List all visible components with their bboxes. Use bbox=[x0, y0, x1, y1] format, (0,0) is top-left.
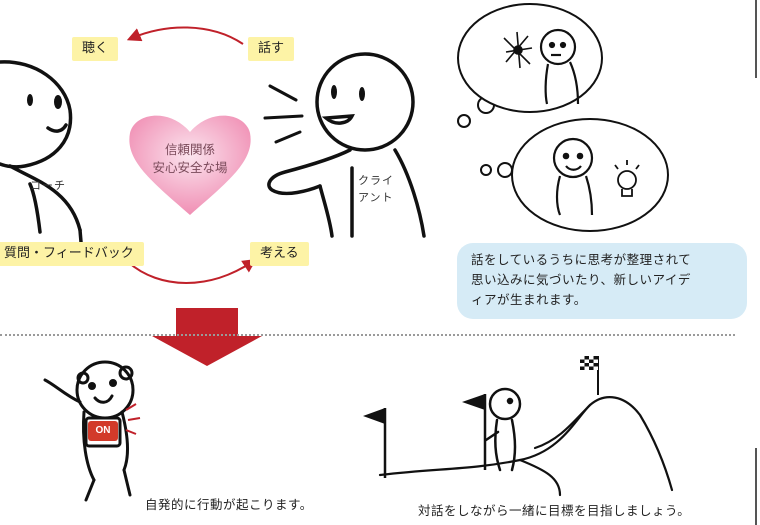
speech-lines bbox=[263, 84, 304, 144]
walking-figure bbox=[484, 387, 522, 472]
worried-figure bbox=[539, 28, 580, 105]
client-label: クライ アント bbox=[358, 172, 394, 206]
arrow-speak-to-listen bbox=[126, 26, 244, 45]
lightbulb-icon bbox=[614, 160, 640, 197]
insight-line-2: 思い込みに気づいたり、新しいアイデ bbox=[471, 272, 691, 287]
think-label: 考える bbox=[250, 242, 309, 266]
arrow-feedback-to-think bbox=[127, 258, 257, 284]
flag-middle bbox=[462, 394, 487, 470]
insight-bubble: 話をしているうちに思考が整理されて 思い込みに気づいたり、新しいアイデ ィアが生… bbox=[457, 243, 747, 319]
right-edge-bottom bbox=[755, 448, 757, 525]
client-figure bbox=[267, 52, 426, 238]
insight-line-3: ィアが生まれます。 bbox=[471, 292, 587, 307]
heart-text: 信頼関係 安心安全な場 bbox=[125, 141, 255, 177]
switch-glow bbox=[125, 403, 141, 435]
idea-figure bbox=[552, 137, 594, 216]
down-arrow bbox=[152, 308, 262, 366]
trust-heart bbox=[129, 115, 251, 215]
goal-flag bbox=[580, 356, 599, 395]
coach-figure bbox=[0, 60, 83, 244]
flag-left bbox=[363, 408, 387, 478]
listen-label: 聴く bbox=[72, 37, 119, 61]
heart-line-2: 安心安全な場 bbox=[152, 160, 228, 175]
goal-caption: 対話をしながら一緒に目標を目指しましょう。 bbox=[418, 503, 691, 518]
speak-label: 話す bbox=[248, 37, 295, 61]
spark-icon bbox=[503, 31, 533, 69]
heart-line-1: 信頼関係 bbox=[164, 142, 215, 157]
right-edge-top bbox=[755, 0, 757, 78]
on-switch bbox=[88, 421, 118, 441]
question-feedback-label: 質問・フィードバック bbox=[0, 242, 144, 266]
section-divider bbox=[0, 334, 735, 336]
client-label-line-2: アント bbox=[358, 191, 394, 204]
action-caption: 自発的に行動が起こります。 bbox=[145, 497, 313, 512]
hill-path bbox=[378, 396, 674, 497]
client-label-line-1: クライ bbox=[358, 174, 394, 187]
insight-line-1: 話をしているうちに思考が整理されて bbox=[471, 252, 692, 267]
switch-badge: ON bbox=[95, 425, 111, 436]
coach-label: コーチ bbox=[30, 179, 66, 192]
thought-bubbles bbox=[457, 3, 669, 232]
